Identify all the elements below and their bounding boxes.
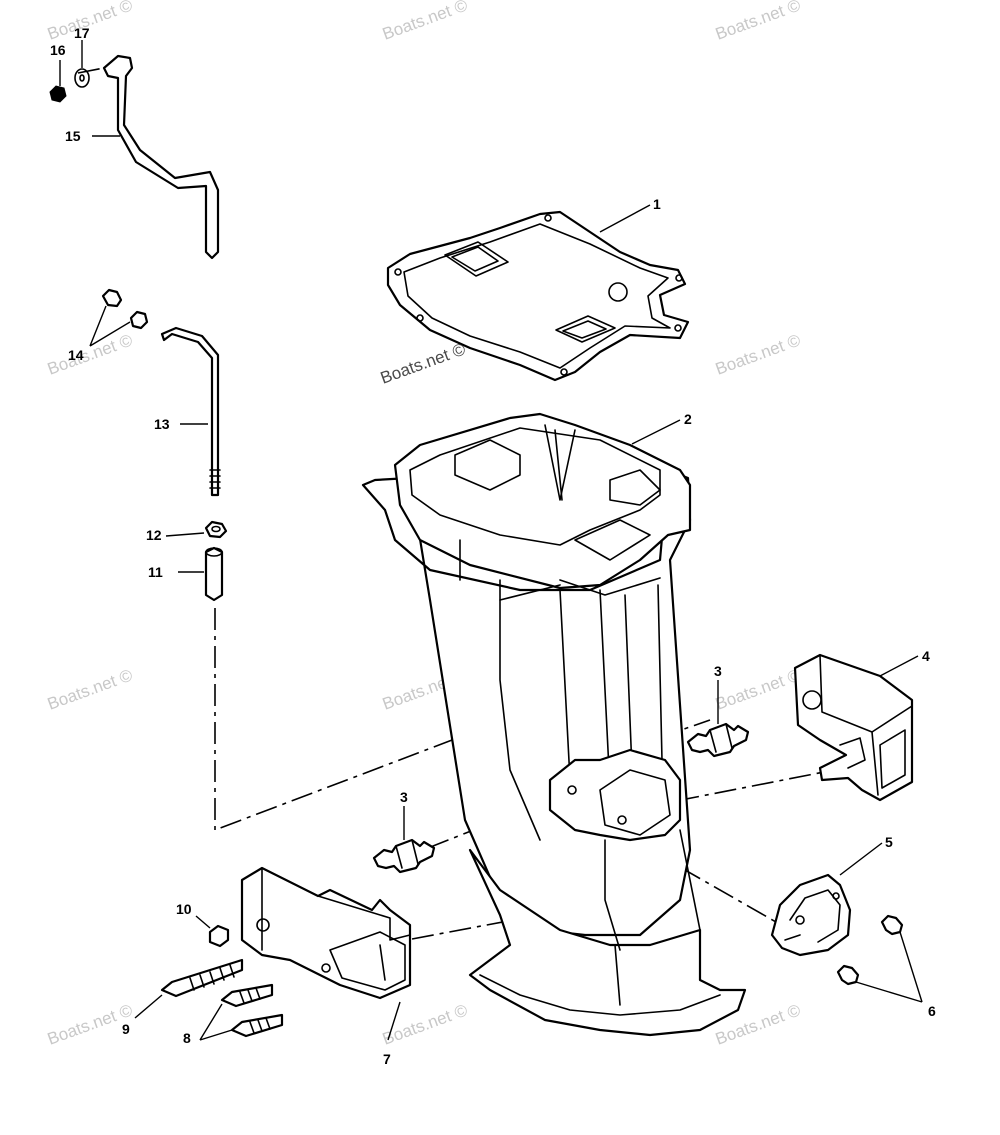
part-mount-left bbox=[372, 838, 436, 874]
callout-9: 9 bbox=[122, 1021, 130, 1037]
watermark: Boats.net © bbox=[380, 0, 471, 44]
callout-15: 15 bbox=[65, 128, 81, 144]
callout-3-left: 3 bbox=[400, 789, 408, 805]
part-nut-10 bbox=[208, 924, 230, 948]
leader-lines bbox=[59, 40, 923, 1041]
part-screw-9 bbox=[160, 958, 244, 998]
part-cover-bolts bbox=[836, 914, 904, 986]
watermark: Boats.net © bbox=[45, 665, 136, 713]
watermark-dark: Boats.net © bbox=[378, 339, 469, 387]
part-fasteners-14 bbox=[101, 288, 149, 330]
part-driveshaft-housing bbox=[361, 412, 747, 1037]
part-rod-13 bbox=[160, 326, 221, 497]
callout-8: 8 bbox=[183, 1030, 191, 1046]
part-mount-right bbox=[686, 722, 750, 758]
callout-3-right: 3 bbox=[714, 663, 722, 679]
watermark: Boats.net © bbox=[713, 665, 804, 713]
callout-10: 10 bbox=[176, 901, 192, 917]
callout-11: 11 bbox=[148, 564, 163, 580]
callout-6: 6 bbox=[928, 1003, 936, 1019]
part-nut-12 bbox=[204, 520, 228, 539]
part-screws-8 bbox=[220, 983, 284, 1038]
watermark: Boats.net © bbox=[45, 0, 136, 44]
part-mount-bracket-rear bbox=[793, 653, 914, 802]
callout-17: 17 bbox=[74, 25, 90, 41]
part-washer-17 bbox=[74, 68, 90, 88]
callout-4: 4 bbox=[922, 648, 930, 664]
callouts: 1 2 3 3 4 5 6 7 8 9 10 11 12 13 14 15 16… bbox=[50, 25, 936, 1067]
callout-7: 7 bbox=[383, 1051, 391, 1067]
part-gasket bbox=[386, 210, 690, 382]
callout-14: 14 bbox=[68, 347, 84, 363]
guide-line-5 bbox=[614, 829, 791, 931]
callout-5: 5 bbox=[885, 834, 893, 850]
callout-1: 1 bbox=[653, 196, 661, 212]
part-mount-bracket-front bbox=[240, 866, 412, 1000]
callout-16: 16 bbox=[50, 42, 66, 58]
watermark: Boats.net © bbox=[713, 0, 804, 44]
watermark: Boats.net © bbox=[713, 330, 804, 378]
watermark: Boats.net © bbox=[45, 330, 136, 378]
callout-12: 12 bbox=[146, 527, 162, 543]
callout-13: 13 bbox=[154, 416, 170, 432]
part-nut-16 bbox=[49, 85, 67, 103]
part-spacer-11 bbox=[204, 546, 224, 602]
callout-2: 2 bbox=[684, 411, 692, 427]
guide-line-17 bbox=[77, 67, 105, 74]
part-cover bbox=[770, 873, 852, 957]
part-lever-15 bbox=[102, 54, 220, 260]
